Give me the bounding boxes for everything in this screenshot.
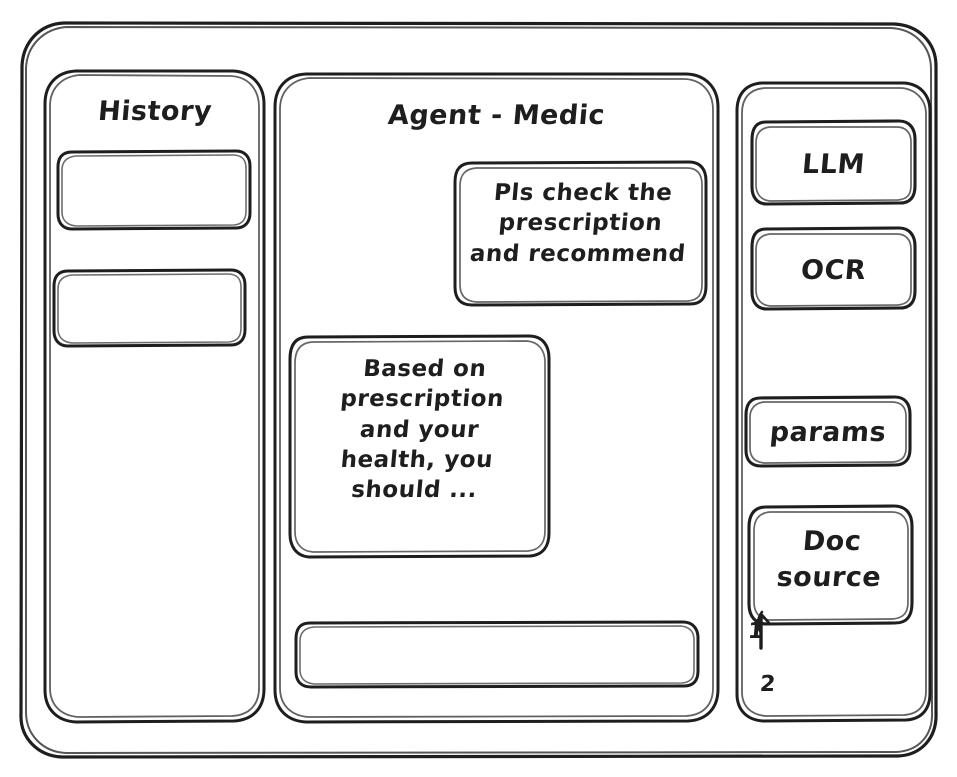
tool-chip-params[interactable]: params — [746, 397, 910, 466]
doc-source-item-2-marker[interactable]: 2 — [758, 672, 777, 697]
doc-source-box[interactable]: Doc source — [749, 506, 912, 624]
doc-source-item-1-marker[interactable]: 1 — [746, 619, 765, 644]
message-composer-input[interactable] — [296, 622, 698, 687]
tool-chip-params-label: params — [768, 417, 888, 448]
tool-chip-llm-label: LLM — [800, 149, 867, 180]
tool-chip-ocr-label: OCR — [799, 255, 868, 286]
assistant-message-bubble: Based on prescription and your health, y… — [290, 336, 549, 557]
history-item-1[interactable] — [58, 151, 250, 229]
agent-title: Agent - Medic — [386, 100, 607, 131]
history-item-2[interactable] — [54, 270, 245, 346]
assistant-message-text: Based on prescription and your health, y… — [339, 356, 506, 504]
tool-chip-llm[interactable]: LLM — [752, 121, 915, 204]
user-message-bubble: Pls check the prescription and recommend — [455, 162, 706, 305]
history-title: History — [96, 96, 214, 127]
user-message-text: Pls check the prescription and recommend — [468, 180, 687, 267]
doc-source-label: Doc source — [775, 526, 883, 593]
tool-chip-ocr[interactable]: OCR — [752, 228, 915, 309]
